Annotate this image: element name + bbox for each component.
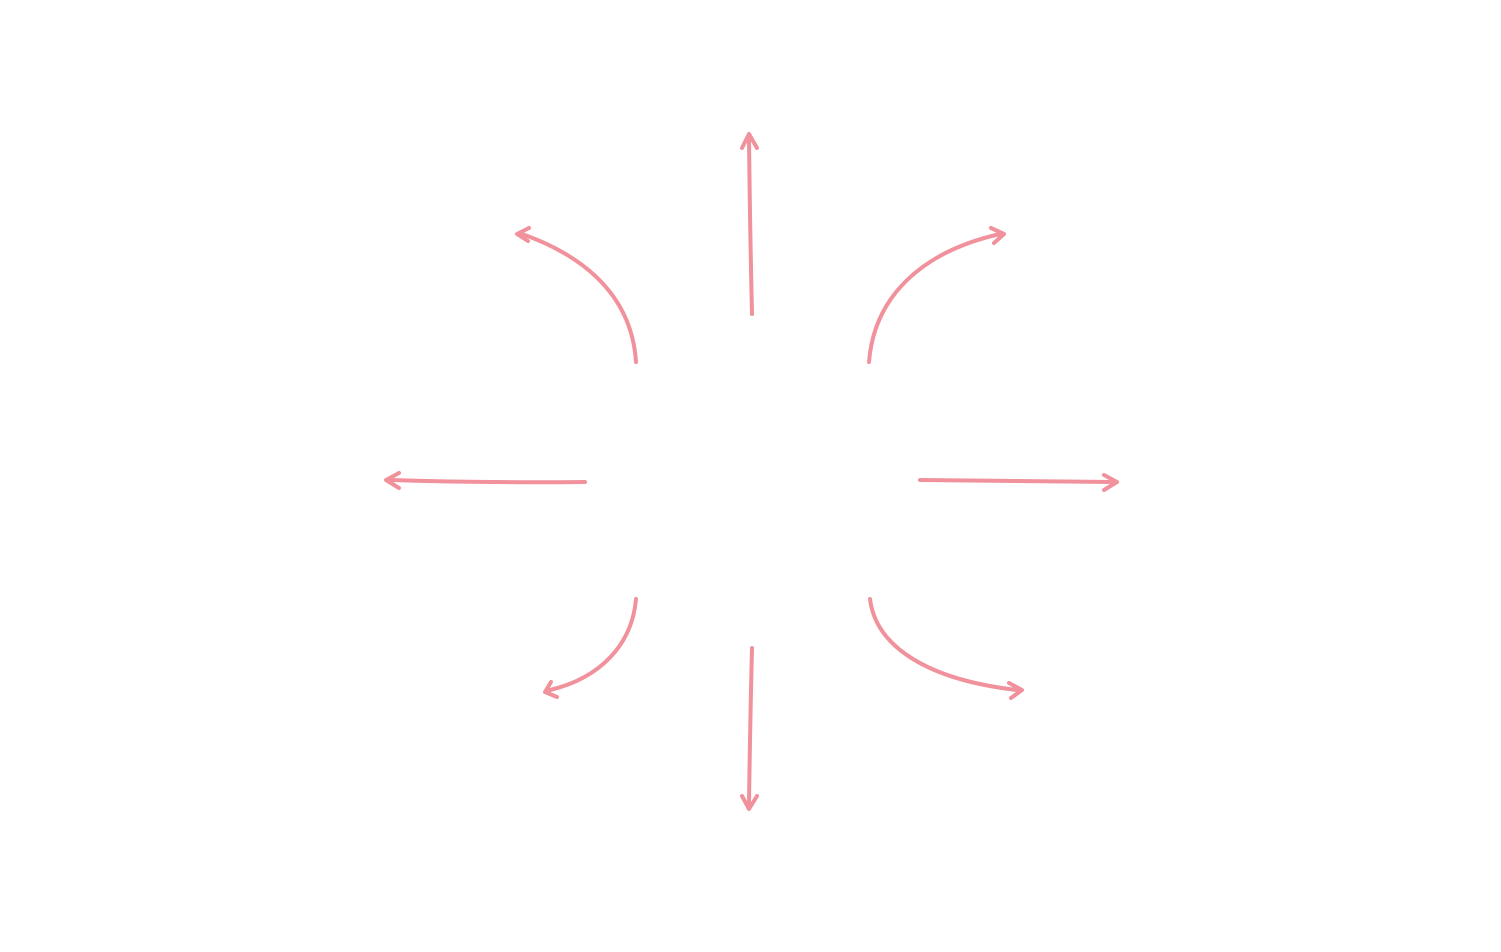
arrow-left xyxy=(384,471,587,490)
arrow-down-head xyxy=(740,794,759,811)
arrow-up-right-head xyxy=(989,226,1006,245)
arrow-right xyxy=(918,473,1119,492)
arrow-down-right-head xyxy=(1007,681,1024,700)
arrow-up-left-head xyxy=(515,226,531,243)
arrow-down-shaft xyxy=(747,646,754,806)
arrow-down-left xyxy=(543,597,638,699)
arrow-up-left-shaft xyxy=(520,232,638,364)
arrow-down-right-shaft xyxy=(868,597,1019,692)
arrow-down-left-head xyxy=(543,680,559,699)
arrow-left-head xyxy=(384,471,401,490)
arrow-down-left-shaft xyxy=(548,597,638,692)
arrow-down xyxy=(740,646,759,811)
arrow-down-right xyxy=(868,597,1024,700)
arrow-up-head xyxy=(740,132,759,150)
arrow-up xyxy=(740,132,759,316)
arrow-up-left xyxy=(515,226,638,364)
arrow-left-shaft xyxy=(389,478,587,485)
arrow-right-head xyxy=(1102,473,1119,492)
arrow-up-shaft xyxy=(747,136,754,316)
arrow-right-shaft xyxy=(918,478,1114,484)
arrow-up-right xyxy=(867,226,1006,364)
arrow-up-right-shaft xyxy=(867,232,1002,364)
